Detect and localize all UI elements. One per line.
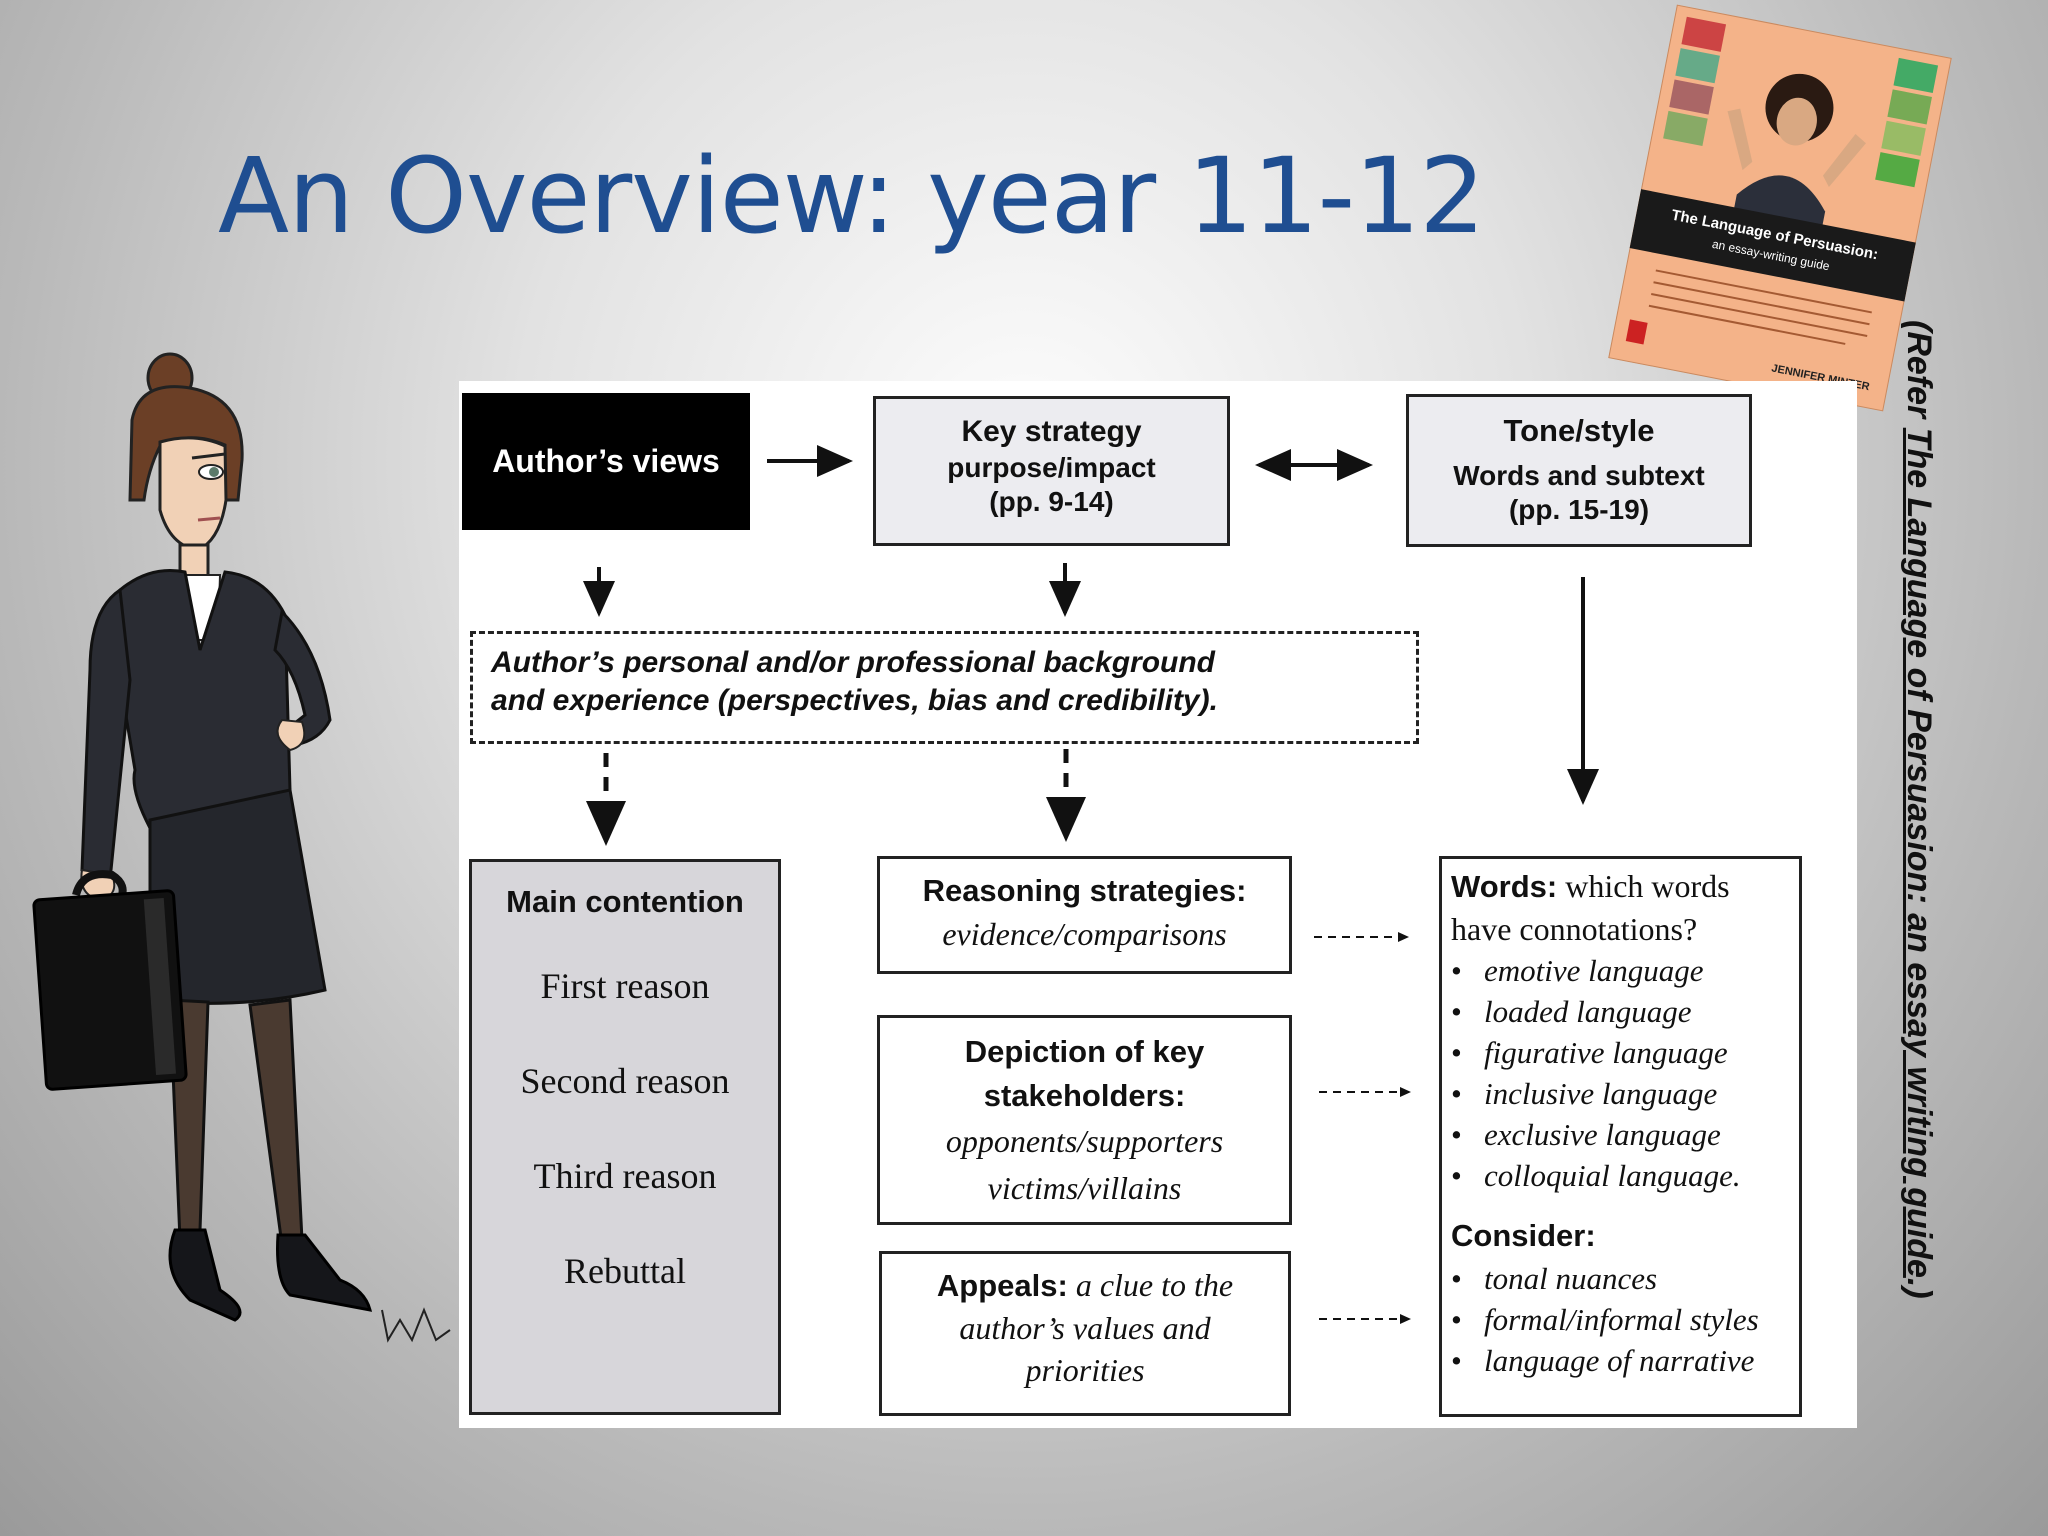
slide-title: An Overview: year 11-12: [218, 135, 1485, 257]
depiction-title-line1: Depiction of key: [964, 1034, 1205, 1069]
reason-item: Third reason: [533, 1156, 717, 1196]
list-item: colloquial language.: [1451, 1155, 1799, 1196]
list-item: tonal nuances: [1451, 1258, 1799, 1299]
list-item: inclusive language: [1451, 1073, 1799, 1114]
diagram-arrows: [583, 445, 1599, 1324]
appeals-title: Appeals:: [936, 1268, 1068, 1303]
businesswoman-illustration: [20, 350, 460, 1370]
key-strategy-title: Key strategy: [961, 415, 1142, 448]
list-item: formal/informal styles: [1451, 1299, 1799, 1340]
main-contention-title: Main contention: [506, 884, 744, 919]
words-question-line2: have connotations?: [1451, 911, 1698, 947]
consider-title: Consider:: [1451, 1218, 1596, 1253]
overview-diagram: Author’s views Key strategy purpose/impa…: [459, 381, 1857, 1428]
appeals-detail-line1: a clue to the: [1067, 1267, 1234, 1303]
words-box: Words: which words have connotations? em…: [1439, 856, 1802, 1417]
tone-style-title: Tone/style: [1503, 413, 1655, 448]
reasoning-strategies-box: Reasoning strategies: evidence/compariso…: [877, 856, 1292, 974]
author-background-line1: Author’s personal and/or professional ba…: [491, 646, 1215, 679]
appeals-detail-line2: author’s values and: [959, 1310, 1211, 1346]
list-item: figurative language: [1451, 1032, 1799, 1073]
reference-note: (Refer The Language of Persuasion: an es…: [1882, 320, 1938, 1380]
depiction-box: Depiction of key stakeholders: opponents…: [877, 1015, 1292, 1225]
key-strategy-purpose: purpose/impact: [947, 452, 1156, 483]
reasoning-detail: evidence/comparisons: [942, 916, 1227, 952]
reason-item: Second reason: [520, 1061, 730, 1101]
author-background-line2: and experience (perspectives, bias and c…: [491, 684, 1218, 717]
reference-note-suffix: .): [1900, 1277, 1938, 1299]
main-contention-box: Main contention First reason Second reas…: [469, 859, 781, 1415]
words-title: Words:: [1451, 869, 1558, 904]
reasons-list: First reason Second reason Third reason …: [472, 956, 778, 1336]
depiction-detail-line1: opponents/supporters: [945, 1123, 1224, 1159]
list-item: emotive language: [1451, 950, 1799, 991]
tone-style-pages: (pp. 15-19): [1508, 494, 1650, 525]
list-item: exclusive language: [1451, 1114, 1799, 1155]
appeals-detail-line3: priorities: [1025, 1352, 1145, 1388]
tone-style-box: Tone/style Words and subtext (pp. 15-19): [1406, 394, 1752, 547]
key-strategy-pages: (pp. 9-14): [989, 486, 1114, 517]
appeals-box: Appeals: a clue to the author’s values a…: [879, 1251, 1291, 1416]
consider-list: tonal nuances formal/informal styles lan…: [1451, 1258, 1799, 1381]
reason-item: First reason: [540, 966, 710, 1006]
reference-note-prefix: (Refer: [1900, 320, 1938, 428]
reference-book-title: The Language of Persuasion: an essay wri…: [1900, 427, 1938, 1278]
language-type-list: emotive language loaded language figurat…: [1451, 950, 1799, 1196]
authors-views-box: Author’s views: [462, 393, 750, 530]
reasoning-title: Reasoning strategies:: [922, 873, 1247, 908]
tone-style-words: Words and subtext: [1453, 460, 1705, 491]
reason-item: Rebuttal: [564, 1251, 686, 1291]
depiction-detail-line2: victims/villains: [987, 1170, 1182, 1206]
list-item: language of narrative: [1451, 1340, 1799, 1381]
depiction-title-line2: stakeholders:: [983, 1078, 1186, 1113]
authors-views-label: Author’s views: [492, 443, 720, 479]
list-item: loaded language: [1451, 991, 1799, 1032]
key-strategy-box: Key strategy purpose/impact (pp. 9-14): [873, 396, 1230, 546]
words-question-line1: which words: [1557, 868, 1730, 904]
businesswoman-drawing: [32, 352, 451, 1343]
author-background-box: Author’s personal and/or professional ba…: [470, 631, 1419, 744]
